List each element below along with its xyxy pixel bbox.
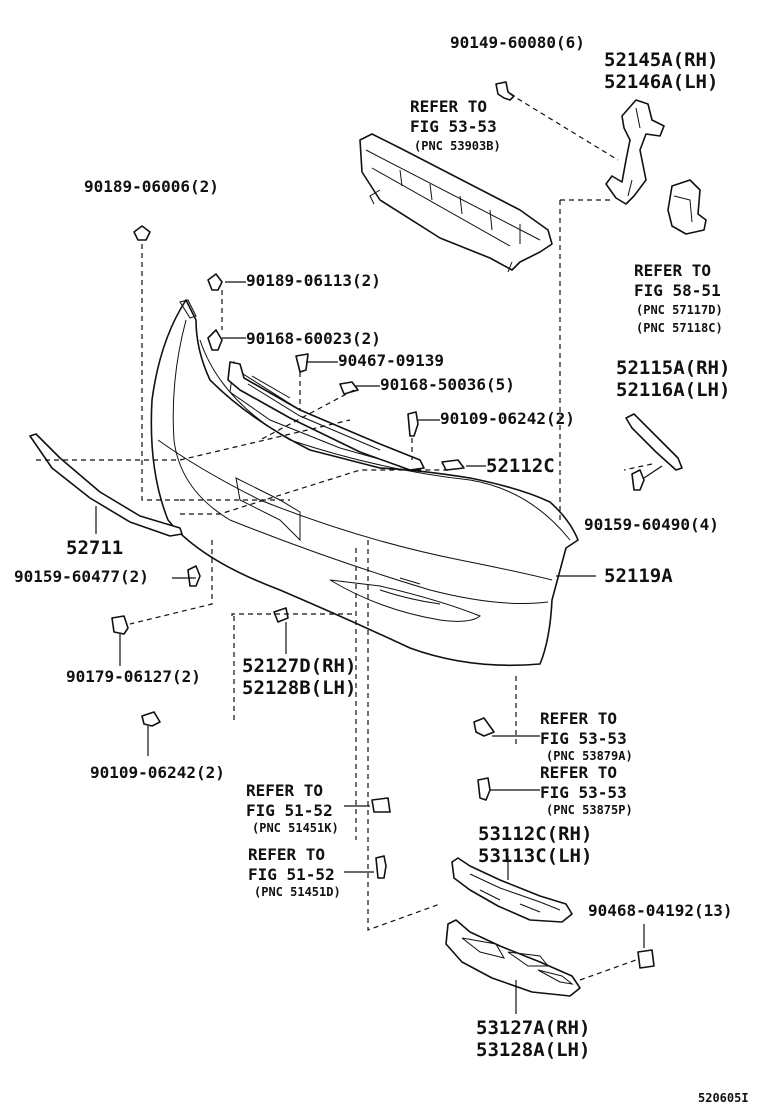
svg-text:REFER TO: REFER TO [540, 709, 617, 728]
svg-text:(PNC 51451K): (PNC 51451K) [252, 821, 339, 835]
retainer-bracket-drawing [605, 99, 707, 235]
part-90189-06006[interactable]: 90189-06006(2) [84, 177, 219, 196]
ref-note-53875p[interactable]: REFER TO FIG 53-53 (PNC 53875P) [540, 763, 633, 817]
svg-text:FIG 53-53: FIG 53-53 [540, 729, 627, 748]
part-52115a-rh[interactable]: 52115A(RH) [616, 357, 730, 379]
svg-text:(PNC 51451D): (PNC 51451D) [254, 885, 341, 899]
part-52145a-rh[interactable]: 52145A(RH) [604, 49, 718, 71]
svg-text:REFER TO: REFER TO [248, 845, 325, 864]
ref-note-53879a[interactable]: REFER TO FIG 53-53 (PNC 53879A) [540, 709, 633, 763]
part-90109-06242-a[interactable]: 90109-06242(2) [440, 409, 575, 428]
svg-text:(PNC 57118C): (PNC 57118C) [636, 321, 723, 335]
part-labels: 90149-60080(6) 52145A(RH) 52146A(LH) 901… [14, 33, 733, 1061]
part-52112c[interactable]: 52112C [486, 455, 555, 477]
svg-text:FIG 53-53: FIG 53-53 [540, 783, 627, 802]
ref-note-51451k[interactable]: REFER TO FIG 51-52 (PNC 51451K) [246, 781, 339, 835]
svg-text:(PNC 53903B): (PNC 53903B) [414, 139, 501, 153]
ref-note-51451d[interactable]: REFER TO FIG 51-52 (PNC 51451D) [248, 845, 341, 899]
svg-text:FIG 58-51: FIG 58-51 [634, 281, 721, 300]
part-90189-06113[interactable]: 90189-06113(2) [246, 271, 381, 290]
svg-text:FIG 51-52: FIG 51-52 [246, 801, 333, 820]
part-90159-60477[interactable]: 90159-60477(2) [14, 567, 149, 586]
ref-note-53903b[interactable]: REFER TO FIG 53-53 (PNC 53903B) [410, 97, 501, 153]
reference-notes: REFER TO FIG 53-53 (PNC 53903B) REFER TO… [246, 97, 723, 899]
part-53128a-lh[interactable]: 53128A(LH) [476, 1039, 590, 1061]
leader-lines [95, 281, 663, 1014]
grille-insert-drawing [445, 919, 581, 997]
part-52711[interactable]: 52711 [66, 537, 123, 559]
svg-text:(PNC 53879A): (PNC 53879A) [546, 749, 633, 763]
part-52119a[interactable]: 52119A [604, 565, 673, 587]
svg-text:(PNC 53875P): (PNC 53875P) [546, 803, 633, 817]
part-90168-60023[interactable]: 90168-60023(2) [246, 329, 381, 348]
part-52116a-lh[interactable]: 52116A(LH) [616, 379, 730, 401]
part-53127a-rh[interactable]: 53127A(RH) [476, 1017, 590, 1039]
bumper-reinforcement-drawing [359, 133, 553, 273]
part-90468-04192[interactable]: 90468-04192(13) [588, 901, 733, 920]
assembly-dashed-lines [36, 93, 653, 981]
fastener-drawings [111, 81, 655, 969]
svg-text:REFER TO: REFER TO [634, 261, 711, 280]
svg-text:REFER TO: REFER TO [410, 97, 487, 116]
part-90149-60080[interactable]: 90149-60080(6) [450, 33, 585, 52]
ref-note-57117d[interactable]: REFER TO FIG 58-51 (PNC 57117D) (PNC 571… [634, 261, 723, 335]
svg-text:REFER TO: REFER TO [540, 763, 617, 782]
part-52146a-lh[interactable]: 52146A(LH) [604, 71, 718, 93]
spoiler-strip-drawing [29, 433, 183, 537]
part-90168-50036[interactable]: 90168-50036(5) [380, 375, 515, 394]
upper-grille-drawing [227, 361, 425, 471]
svg-text:(PNC 57117D): (PNC 57117D) [636, 303, 723, 317]
part-90179-06127[interactable]: 90179-06127(2) [66, 667, 201, 686]
figure-code: 520605I [698, 1091, 749, 1105]
side-strip-drawing [625, 413, 683, 471]
svg-text:REFER TO: REFER TO [246, 781, 323, 800]
part-52128b-lh[interactable]: 52128B(LH) [242, 677, 356, 699]
part-90467-09139[interactable]: 90467-09139 [338, 351, 444, 370]
part-52127d-rh[interactable]: 52127D(RH) [242, 655, 356, 677]
lower-grille-drawing [451, 857, 573, 923]
part-90159-60490[interactable]: 90159-60490(4) [584, 515, 719, 534]
svg-text:FIG 53-53: FIG 53-53 [410, 117, 497, 136]
part-90109-06242-b[interactable]: 90109-06242(2) [90, 763, 225, 782]
part-53112c-rh[interactable]: 53112C(RH) [478, 823, 592, 845]
part-53113c-lh[interactable]: 53113C(LH) [478, 845, 592, 867]
svg-text:FIG 51-52: FIG 51-52 [248, 865, 335, 884]
